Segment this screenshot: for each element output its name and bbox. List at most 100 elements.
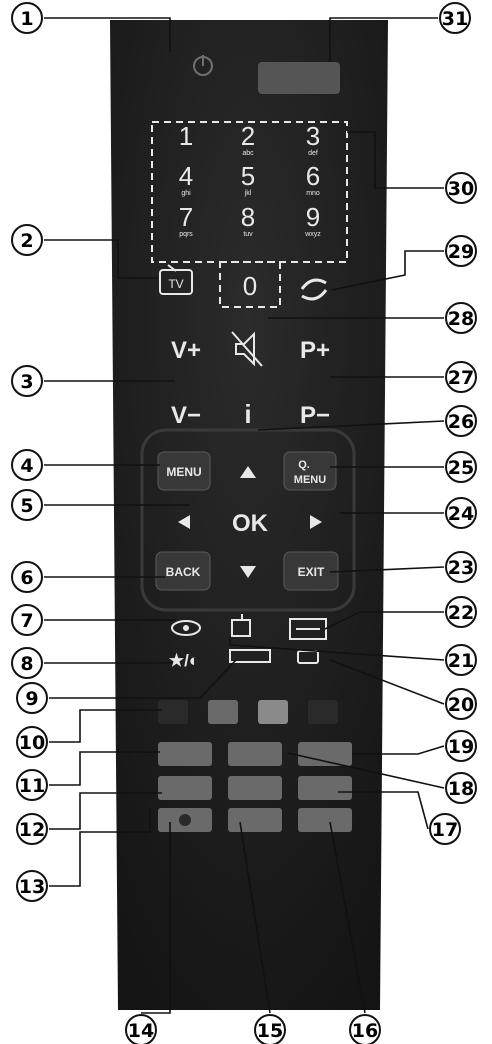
callout-number: 16 (352, 1020, 378, 1042)
left-arrow-button[interactable] (178, 515, 190, 529)
callout-leader (49, 792, 162, 830)
callout-number: 7 (20, 610, 33, 632)
callout-27: 27 (445, 361, 477, 393)
callout-23: 23 (445, 551, 477, 583)
callout-24: 24 (445, 497, 477, 529)
callout-number: 27 (448, 367, 474, 389)
down-arrow-button[interactable] (240, 566, 256, 578)
digit-1-button[interactable]: 1 (179, 121, 193, 151)
digit-0-button[interactable]: 0 (243, 271, 257, 301)
callout-number: 11 (19, 775, 45, 797)
callout-number: 22 (448, 602, 474, 624)
mute-icon (235, 331, 255, 367)
digit-letters: abc (242, 150, 254, 157)
callout-leader (329, 566, 445, 573)
source-button[interactable] (258, 62, 340, 94)
blue-key[interactable] (308, 700, 338, 724)
programme-down-button[interactable]: P− (300, 402, 330, 429)
callout-number: 19 (448, 736, 474, 758)
callout-number: 31 (442, 8, 468, 30)
digit-label: 7 (179, 202, 193, 232)
rewind-button[interactable] (158, 742, 212, 766)
callout-number: 28 (448, 308, 474, 330)
record-icon (179, 814, 191, 826)
next-button[interactable] (298, 808, 352, 832)
volume-down-button[interactable]: V− (171, 402, 201, 429)
sleep-icon (229, 649, 271, 663)
callout-number: 15 (257, 1020, 283, 1042)
digit-label: 0 (243, 271, 257, 301)
q-menu-label-top: Q. (298, 459, 310, 471)
green-key[interactable] (208, 700, 238, 724)
callout-number: 14 (128, 1020, 154, 1042)
up-arrow-button[interactable] (240, 466, 256, 478)
digit-label: 6 (306, 161, 320, 191)
menu-button-label: MENU (166, 465, 201, 479)
callout-6: 6 (11, 561, 43, 593)
callout-leader (329, 821, 366, 1014)
previous-button[interactable] (158, 776, 212, 800)
callout-22: 22 (445, 596, 477, 628)
pause-button[interactable] (228, 776, 282, 800)
digit-label: 8 (241, 202, 255, 232)
volume-up-button[interactable]: V+ (171, 337, 201, 364)
callout-number: 26 (448, 411, 474, 433)
callout-leader (49, 709, 162, 743)
digit-letters: def (308, 150, 318, 157)
digit-label: 2 (241, 121, 255, 151)
callout-number: 3 (20, 371, 33, 393)
digit-label: 4 (179, 161, 193, 191)
callout-number: 23 (448, 557, 474, 579)
standby-button[interactable] (193, 55, 213, 76)
favourites-button[interactable]: ★/◐ (169, 651, 199, 670)
digit-letters: wxyz (304, 231, 321, 238)
sleep-timer-button[interactable] (229, 649, 271, 663)
audio-description-button[interactable] (171, 620, 201, 636)
fast-forward-button[interactable] (298, 742, 352, 766)
swap-button[interactable] (300, 278, 328, 301)
media-browser-button[interactable] (231, 614, 251, 637)
red-key[interactable] (158, 700, 188, 724)
mute-button[interactable] (231, 331, 263, 367)
info-button[interactable]: i (244, 399, 251, 429)
timeshift-button[interactable] (228, 808, 282, 832)
callout-number: 18 (448, 778, 474, 800)
callout-number: 20 (448, 694, 474, 716)
callout-11: 11 (16, 769, 48, 801)
tv-button[interactable]: TV (159, 264, 193, 295)
ok-button[interactable]: OK (232, 510, 269, 537)
zero-key-frame (219, 261, 281, 308)
stop-button[interactable] (228, 742, 282, 766)
q-menu-button[interactable] (283, 451, 337, 491)
callout-9: 9 (16, 682, 48, 714)
callout-13: 13 (16, 870, 48, 902)
callout-28: 28 (445, 302, 477, 334)
callout-8: 8 (11, 647, 43, 679)
callout-number: 24 (448, 503, 474, 525)
yellow-key[interactable] (258, 700, 288, 724)
callout-2: 2 (11, 224, 43, 256)
callout-leader (329, 659, 445, 705)
menu-button[interactable] (157, 451, 211, 491)
callout-number: 17 (432, 819, 458, 841)
callout-number: 10 (19, 732, 45, 754)
callout-12: 12 (16, 813, 48, 845)
back-button[interactable] (155, 551, 211, 591)
callout-30: 30 (445, 172, 477, 204)
callout-leader (49, 808, 151, 887)
callout-15: 15 (254, 1014, 286, 1044)
right-arrow-button[interactable] (310, 515, 322, 529)
eye-icon (171, 620, 201, 636)
callout-leader (49, 659, 237, 699)
play-button[interactable] (298, 776, 352, 800)
programme-up-button[interactable]: P+ (300, 337, 330, 364)
